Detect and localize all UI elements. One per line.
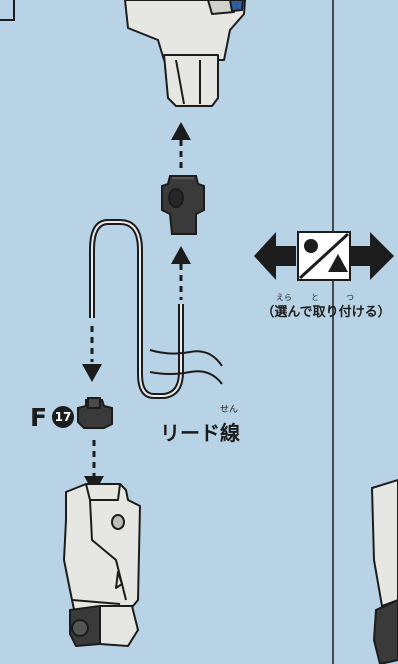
option-ruby-3: つ [346,293,354,302]
lead-wire [89,219,223,399]
part-label-number: 17 [55,410,72,424]
alternate-part-edge [370,478,398,664]
option-ruby-2: と [311,293,319,302]
option-note-text: （選んで取り付ける） [261,304,390,320]
part-number-badge [52,406,74,428]
lead-wire-text: リード線 [160,421,240,445]
part-label-f17: F 17 [30,403,74,432]
arrow-up-connector-icon [171,246,191,300]
lead-wire-ruby: せん [220,404,238,415]
arrow-down-wire-icon [82,326,102,382]
choose-option-icon [254,231,394,281]
upper-leg-part [124,0,246,107]
option-ruby-1: えら [276,293,292,302]
option-note: えら と つ （選んで取り付ける） [261,293,390,320]
part-label-letter: F [30,403,47,432]
f17-small-part [77,397,113,429]
joint-connector-part [161,175,205,235]
lead-wire-label: せん リード線 [160,404,240,445]
lower-leg-part [63,483,141,647]
arrow-up-upper-icon [171,122,191,172]
frame-corner [0,0,15,21]
